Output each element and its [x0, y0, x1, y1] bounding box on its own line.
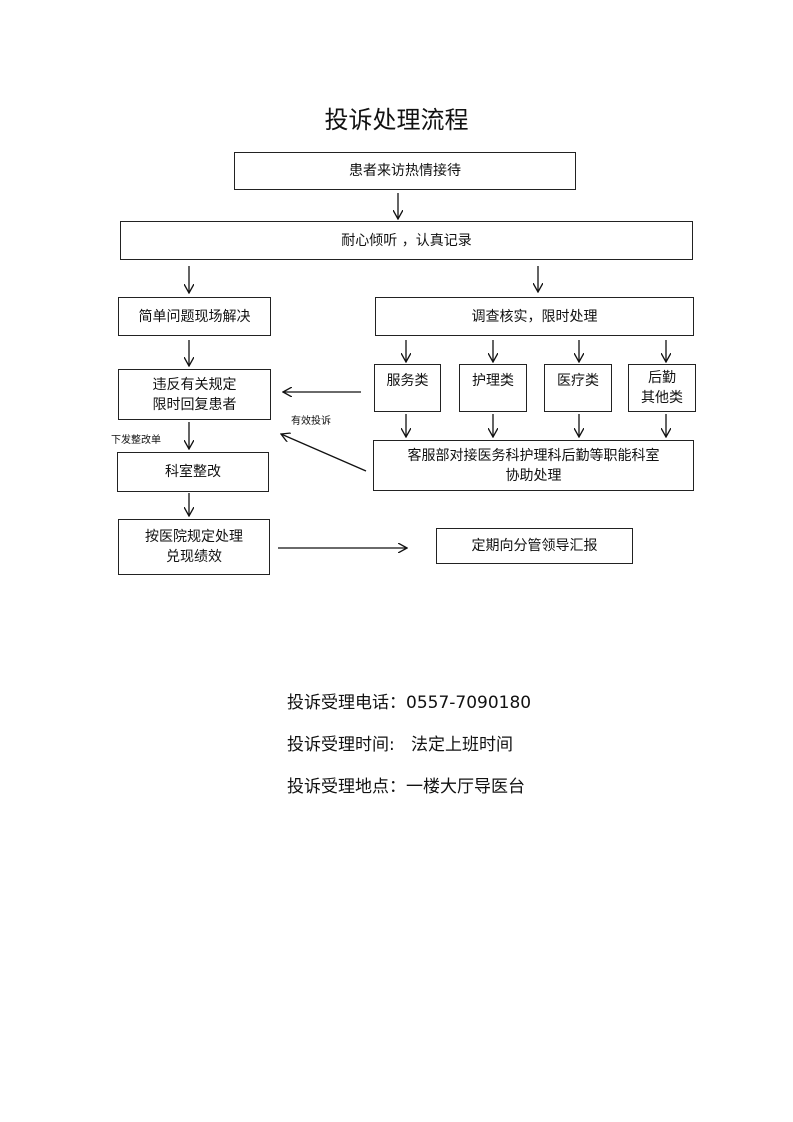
nursing-category-box: 护理类 — [459, 364, 527, 412]
assist-text-line2: 协助处理 — [505, 467, 562, 484]
handle-text-line1: 按医院规定处理 — [145, 529, 243, 545]
service-category-box: 服务类 — [374, 364, 441, 412]
logistics-category-text-line2: 其他类 — [641, 390, 683, 406]
medical-category-text: 医疗类 — [557, 373, 599, 389]
investigate-text: 调查核实，限时处理 — [471, 308, 598, 325]
handle-box: 按医院规定处理 兑现绩效 — [118, 519, 270, 575]
service-category-text: 服务类 — [386, 373, 429, 389]
rectify-text: 科室整改 — [165, 464, 221, 480]
logistics-category-box: 后勤 其他类 — [628, 364, 696, 412]
listen-box: 耐心倾听 ，认真记录 — [120, 221, 693, 260]
page-title: 投诉处理流程 — [324, 106, 469, 134]
violation-text-line2: 限时回复患者 — [152, 396, 237, 413]
simple-text: 简单问题现场解决 — [138, 308, 251, 325]
nursing-category-text: 护理类 — [472, 373, 514, 389]
report-text: 定期向分管领导汇报 — [471, 538, 598, 554]
complaint-phone: 投诉受理电话：0557-7090180 — [287, 693, 532, 713]
violation-text-line1: 违反有关规定 — [152, 376, 237, 393]
investigate-box: 调查核实，限时处理 — [375, 297, 694, 336]
assist-text-line1: 客服部对接医务科护理科后勤等职能科室 — [407, 447, 660, 464]
reception-box: 患者来访热情接待 — [234, 152, 576, 190]
simple-box: 简单问题现场解决 — [118, 297, 271, 336]
listen-text: 耐心倾听 ，认真记录 — [341, 232, 472, 249]
logistics-category-text-line1: 后勤 — [648, 370, 676, 386]
effective-complaint-label: 有效投诉 — [291, 416, 331, 427]
issue-notice-label: 下发整改单 — [111, 435, 161, 446]
assist-box: 客服部对接医务科护理科后勤等职能科室 协助处理 — [373, 440, 694, 491]
reception-text: 患者来访热情接待 — [349, 163, 461, 179]
medical-category-box: 医疗类 — [544, 364, 612, 412]
arrow-assist-to-violation — [281, 434, 367, 472]
violation-box: 违反有关规定 限时回复患者 — [118, 369, 271, 420]
complaint-hours: 投诉受理时间: 法定上班时间 — [287, 735, 513, 755]
complaint-location: 投诉受理地点：一楼大厅导医台 — [287, 777, 525, 797]
report-box: 定期向分管领导汇报 — [436, 528, 633, 564]
rectify-box: 科室整改 — [117, 452, 269, 492]
handle-text-line2: 兑现绩效 — [166, 549, 222, 565]
